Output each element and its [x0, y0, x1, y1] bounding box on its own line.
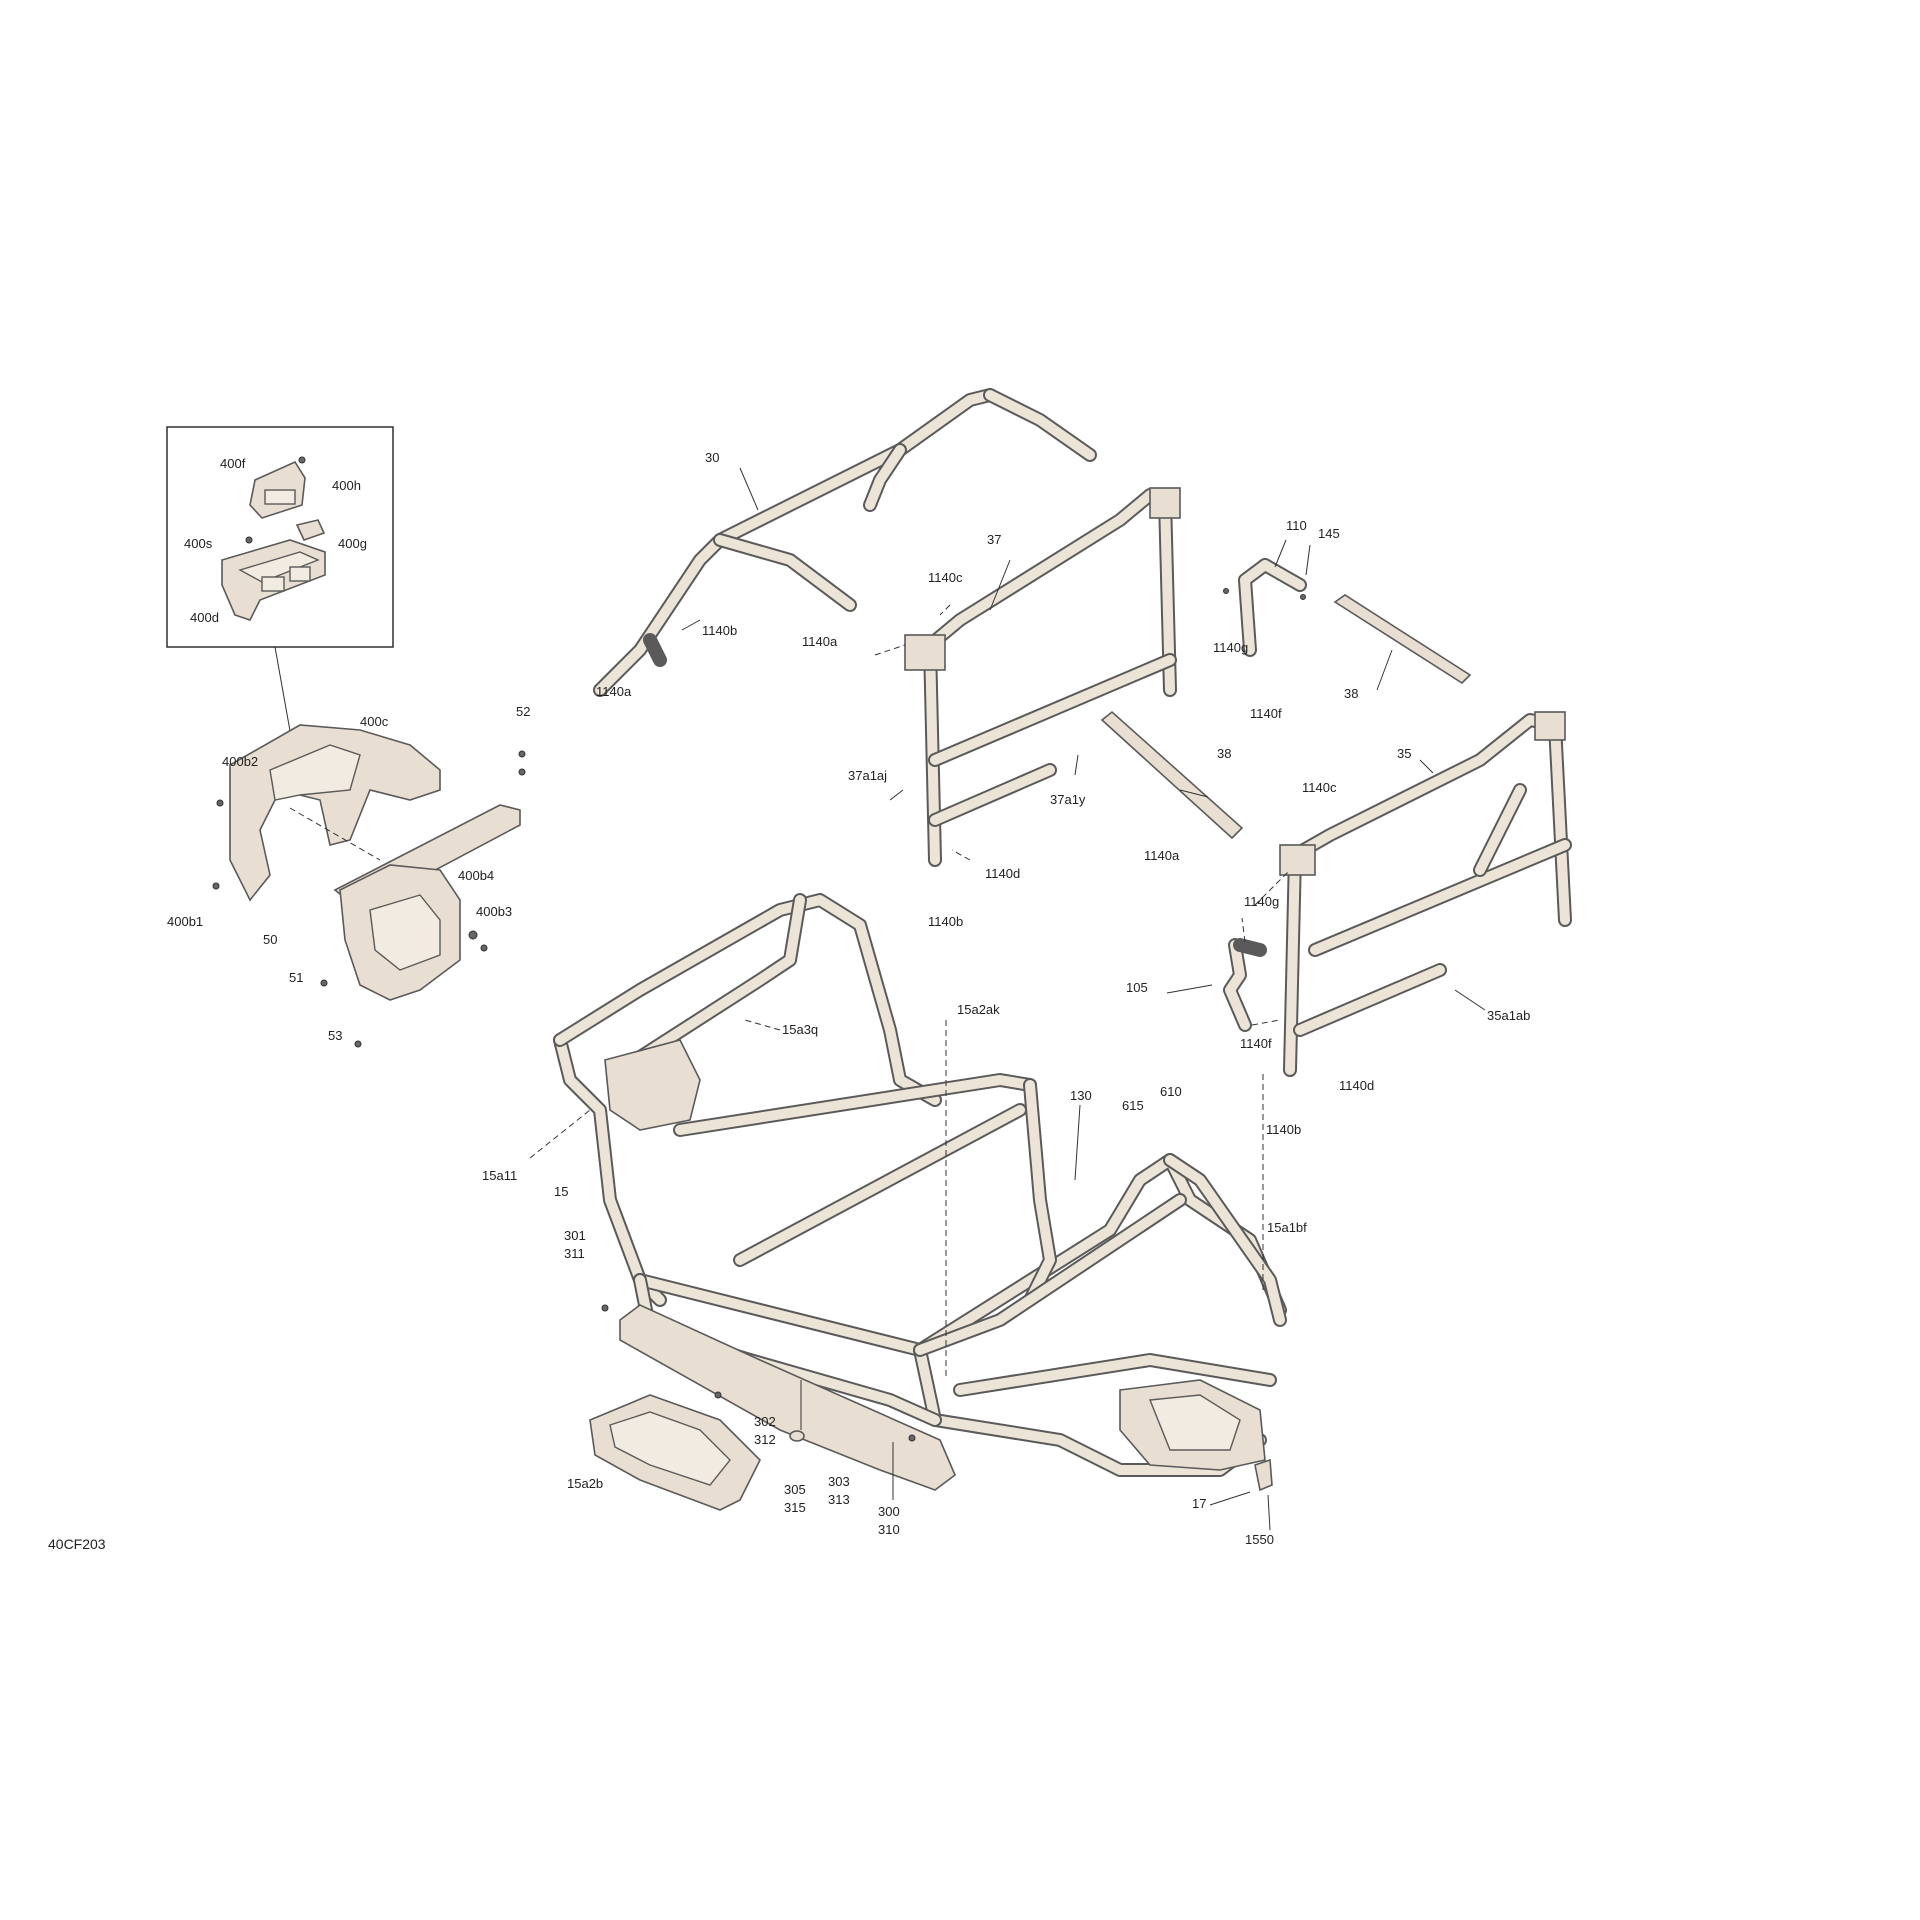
grab-bar-105 [1223, 938, 1267, 1032]
callout-52: 52 [516, 704, 530, 719]
callout-1140g-right: 1140g [1244, 894, 1279, 909]
skid-plates [589, 1304, 1273, 1511]
callout-1140d-right: 1140d [1339, 1078, 1374, 1093]
callout-37a1y: 37a1y [1050, 792, 1086, 807]
cross-bar-38-mid [1100, 710, 1244, 840]
callout-313: 313 [828, 1492, 850, 1507]
callout-labels: 400f 400h 400s 400g 400d 400c 400b2 400b… [48, 450, 1530, 1552]
front-cage [904, 487, 1181, 867]
main-frame [553, 893, 1287, 1477]
callout-610: 610 [1160, 1084, 1182, 1099]
callout-311: 311 [564, 1246, 585, 1261]
callout-302: 302 [754, 1414, 776, 1429]
callout-110: 110 [1286, 518, 1307, 533]
callout-17: 17 [1192, 1496, 1206, 1511]
callout-400g: 400g [338, 536, 367, 551]
callout-400f: 400f [220, 456, 246, 471]
callout-38-mid: 38 [1217, 746, 1231, 761]
callout-15a2ak: 15a2ak [957, 1002, 1000, 1017]
inset-box [166, 426, 394, 743]
callout-15a11: 15a11 [482, 1168, 517, 1183]
callout-615: 615 [1122, 1098, 1144, 1113]
figure-code: 40CF203 [48, 1536, 106, 1552]
callout-1140b-top: 1140b [702, 623, 737, 638]
callout-1140c-top: 1140c [928, 570, 963, 585]
callout-1140d-mid: 1140d [985, 866, 1020, 881]
grab-bar-110 [1223, 558, 1307, 657]
callout-305: 305 [784, 1482, 806, 1497]
callout-400h: 400h [332, 478, 361, 493]
callout-15a1bf: 15a1bf [1267, 1220, 1307, 1235]
leader-lines [529, 467, 1486, 1531]
callout-15a2b: 15a2b [567, 1476, 603, 1491]
callout-30: 30 [705, 450, 719, 465]
callout-303: 303 [828, 1474, 850, 1489]
callout-1140a-top: 1140a [802, 634, 838, 649]
callout-1140b-right: 1140b [1266, 1122, 1301, 1137]
callout-15: 15 [554, 1184, 568, 1199]
callout-400b2: 400b2 [222, 754, 258, 769]
callout-1140a-right: 1140a [1144, 848, 1180, 863]
callout-400b4: 400b4 [458, 868, 494, 883]
callout-35a1ab: 35a1ab [1487, 1008, 1530, 1023]
callout-400b3: 400b3 [476, 904, 512, 919]
callout-1140c-right: 1140c [1302, 780, 1337, 795]
callout-35: 35 [1397, 746, 1411, 761]
callout-400b1: 400b1 [167, 914, 203, 929]
callout-37: 37 [987, 532, 1001, 547]
callout-315: 315 [784, 1500, 806, 1515]
callout-312: 312 [754, 1432, 776, 1447]
callout-1140f-top: 1140f [1250, 706, 1282, 721]
callout-130: 130 [1070, 1088, 1092, 1103]
callout-15a3q: 15a3q [782, 1022, 818, 1037]
callout-50: 50 [263, 932, 277, 947]
front-bracket-group [212, 724, 526, 1048]
callout-300: 300 [878, 1504, 900, 1519]
roof-assembly [593, 388, 1097, 697]
callout-400d: 400d [190, 610, 219, 625]
callout-1140f-right: 1140f [1240, 1036, 1272, 1051]
callout-310: 310 [878, 1522, 900, 1537]
callout-105: 105 [1126, 980, 1148, 995]
callout-1140b-mid: 1140b [928, 914, 963, 929]
callout-37a1aj: 37a1aj [848, 768, 887, 783]
callout-53: 53 [328, 1028, 342, 1043]
callout-1550: 1550 [1245, 1532, 1274, 1547]
callout-51: 51 [289, 970, 303, 985]
callout-301: 301 [564, 1228, 586, 1243]
callout-1140a-left: 1140a [596, 684, 632, 699]
callout-38-right: 38 [1344, 686, 1358, 701]
callout-145: 145 [1318, 526, 1340, 541]
rear-cage [1279, 711, 1572, 1077]
callout-1140g-top: 1140g [1213, 640, 1248, 655]
cross-bar-38-right [1333, 594, 1472, 685]
callout-400s: 400s [184, 536, 213, 551]
callout-400c: 400c [360, 714, 389, 729]
